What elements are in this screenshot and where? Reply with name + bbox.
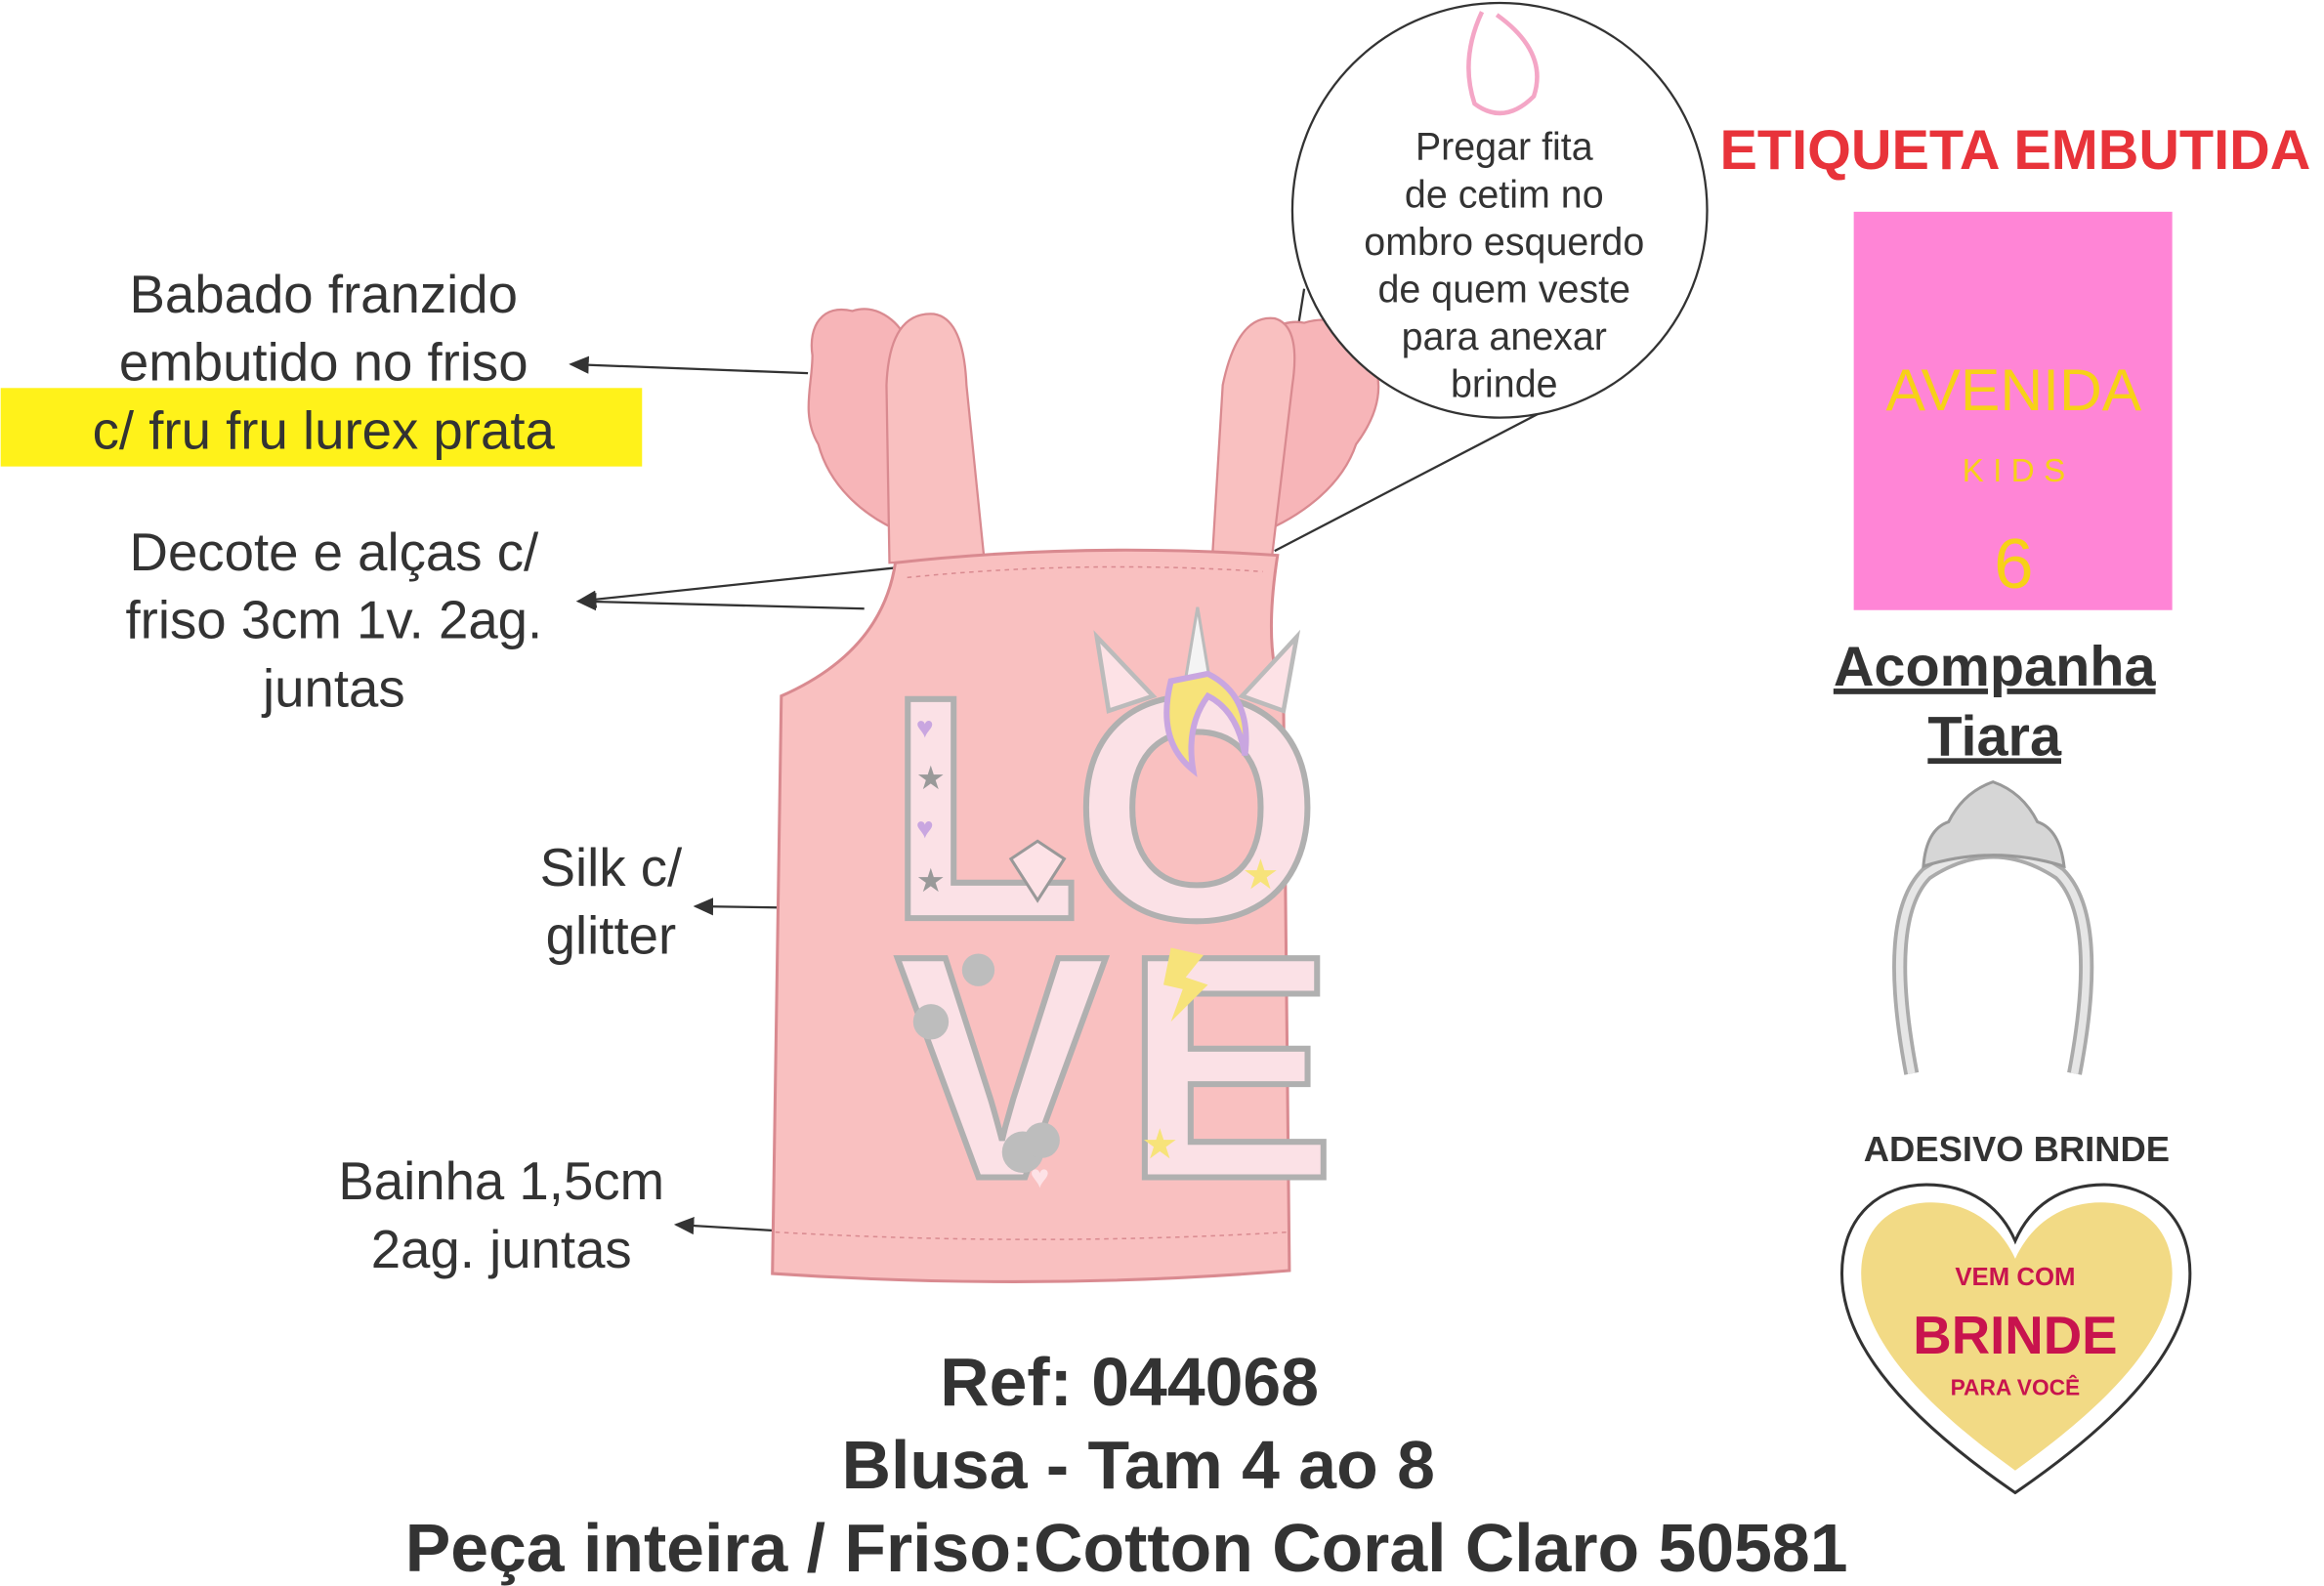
- callout-text: Decote e alças c/: [130, 522, 539, 582]
- detail-circle: Pregar fita de cetim no ombro esquerdo d…: [1290, 1, 1709, 419]
- circle-text: ombro esquerdo: [1364, 221, 1644, 264]
- heart-icon: ♥: [916, 711, 934, 744]
- label-brand: AVENIDA: [1886, 356, 2142, 423]
- strap-right: [1210, 316, 1296, 562]
- heart-icon: ♥: [1031, 1159, 1050, 1195]
- callout-text: friso 3cm 1v. 2ag.: [126, 591, 543, 650]
- callout-silk: Silk c/ glitter: [540, 838, 683, 966]
- circle-text: brinde: [1451, 362, 1558, 405]
- ribbon-loop-icon: [1466, 11, 1540, 116]
- label-title: ETIQUETA EMBUTIDA: [1719, 119, 2310, 182]
- ruffle-left: [807, 308, 908, 535]
- ref-code: Ref: 044068: [940, 1344, 1319, 1420]
- star-icon: ★: [1242, 853, 1279, 898]
- highlight-lurex: [0, 388, 643, 467]
- circle-text: de cetim no: [1405, 173, 1604, 216]
- unicorn-ears: [1093, 629, 1301, 714]
- sticker-title: ADESIVO BRINDE: [1864, 1129, 2170, 1169]
- lightning-icon: [1163, 947, 1208, 1023]
- star-icon: ★: [916, 863, 946, 899]
- callout-text: Bainha 1,5cm: [338, 1151, 664, 1211]
- sticker-line2: BRINDE: [1913, 1306, 2117, 1365]
- sticker-line3: PARA VOCÊ: [1951, 1374, 2081, 1399]
- diamond-icon: [1008, 839, 1067, 903]
- brand-label: [1853, 211, 2173, 610]
- callout-babado: Babado franzido embutido no friso c/ fru…: [93, 265, 556, 461]
- sticker-line1: VEM COM: [1955, 1264, 2075, 1291]
- callout-text: Silk c/: [540, 838, 683, 897]
- heart-icon: ♥: [916, 812, 934, 845]
- callout-text: glitter: [546, 906, 676, 966]
- label-sub: K I D S: [1963, 453, 2066, 489]
- love-word: LOVE: [886, 631, 1335, 1245]
- callout-text: juntas: [261, 658, 405, 718]
- star-icon: ★: [1141, 1122, 1178, 1168]
- callout-text: c/ fru fru lurex prata: [93, 400, 556, 460]
- callout-text: embutido no friso: [119, 333, 528, 393]
- accessory-line2: Tiara: [1927, 705, 2062, 768]
- label-size: 6: [1994, 524, 2033, 604]
- sticker-heart: VEM COM BRINDE PARA VOCÊ: [1839, 1183, 2192, 1495]
- unicorn-mane: [1163, 670, 1249, 777]
- callout-text: Babado franzido: [129, 265, 518, 324]
- footer: Ref: 044068 Blusa - Tam 4 ao 8 Peça inte…: [405, 1344, 1848, 1586]
- callout-bainha: Bainha 1,5cm 2ag. juntas: [338, 1151, 664, 1279]
- callout-text: 2ag. juntas: [371, 1220, 632, 1279]
- strap-left: [885, 313, 986, 564]
- garment-tank-top: LOVE ★ ★ ★ ★ ♥ ♥ ♥: [771, 308, 1380, 1283]
- circle-text: Pregar fita: [1416, 126, 1593, 169]
- fabric-spec: Peça inteira / Friso:Cotton Coral Claro …: [405, 1510, 1848, 1586]
- product-name: Blusa - Tam 4 ao 8: [842, 1427, 1435, 1503]
- circle-text: para anexar: [1402, 315, 1607, 358]
- tiara-icon: [1892, 780, 2094, 1075]
- accessory-line1: Acompanha: [1834, 636, 2157, 698]
- circle-text: de quem veste: [1378, 268, 1630, 311]
- star-icon: ★: [916, 761, 946, 797]
- callout-decote: Decote e alças c/ friso 3cm 1v. 2ag. jun…: [126, 522, 543, 719]
- garment-body: [771, 548, 1291, 1283]
- love-print: LOVE ★ ★ ★ ★ ♥ ♥ ♥: [883, 606, 1339, 1249]
